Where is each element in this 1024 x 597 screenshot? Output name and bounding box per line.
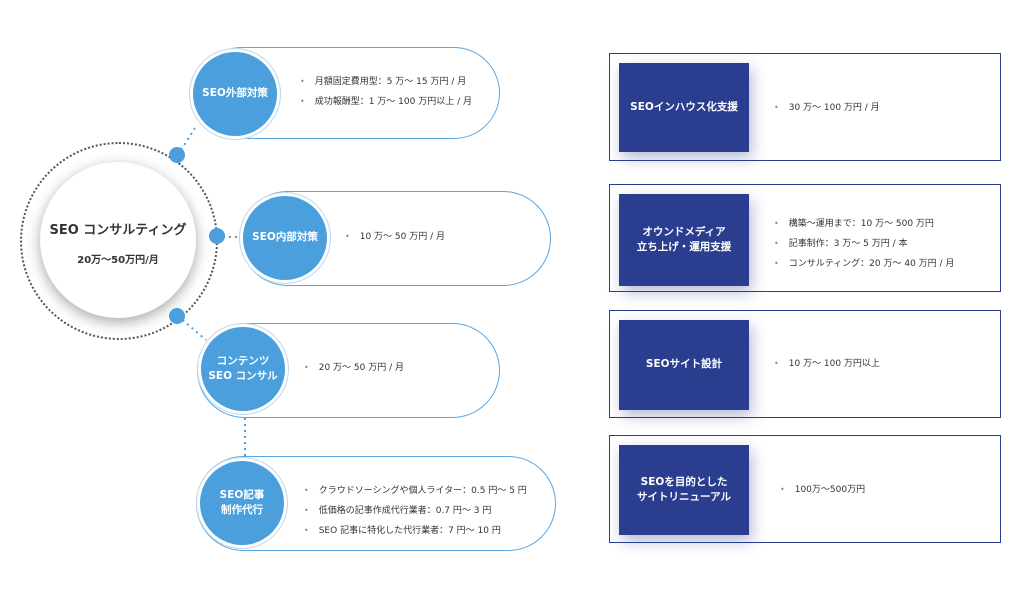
connector-dot-2 [209,228,225,244]
detail-item: SEO 記事に特化した代行業者：7 円〜 10 円 [304,521,527,541]
center-node: SEO コンサルティング 20万〜50万円/月 [40,162,196,318]
detail-item: クラウドソーシングや個人ライター：0.5 円〜 5 円 [304,481,527,501]
service-details-inhouse: 30 万〜 100 万円 / 月 [774,98,880,118]
service-bubble-content-seo: コンテンツ SEO コンサル [201,327,285,411]
service-bubble-external-seo: SEO外部対策 [193,52,277,136]
detail-item: 構築〜運用まで：10 万〜 500 万円 [774,214,954,234]
detail-item: 成功報酬型：1 万〜 100 万円以上 / 月 [300,92,472,112]
detail-item: 10 万〜 100 万円以上 [774,354,880,374]
service-details-content-seo: 20 万〜 50 万円 / 月 [304,358,404,378]
detail-item: 低価格の記事作成代行業者：0.7 円〜 3 円 [304,501,527,521]
service-details-external-seo: 月額固定費用型：5 万〜 15 万円 / 月 成功報酬型：1 万〜 100 万円… [300,72,472,112]
connector-dot-1 [169,147,185,163]
detail-item: 100万〜500万円 [780,480,865,500]
service-label-site-design: SEOサイト設計 [619,320,749,410]
service-details-article-writing: クラウドソーシングや個人ライター：0.5 円〜 5 円 低価格の記事作成代行業者… [304,481,527,541]
service-details-owned-media: 構築〜運用まで：10 万〜 500 万円 記事制作：3 万〜 5 万円 / 本 … [774,214,955,274]
service-details-internal-seo: 10 万〜 50 万円 / 月 [345,227,445,247]
service-label-inhouse: SEOインハウス化支援 [619,63,749,152]
detail-item: 10 万〜 50 万円 / 月 [345,227,445,247]
service-details-renewal: 100万〜500万円 [780,480,865,500]
service-label-renewal: SEOを目的とした サイトリニューアル [619,445,749,535]
detail-item: 記事制作：3 万〜 5 万円 / 本 [774,234,954,254]
detail-item: 20 万〜 50 万円 / 月 [304,358,404,378]
detail-item: 月額固定費用型：5 万〜 15 万円 / 月 [300,72,472,92]
service-label-owned-media: オウンドメディア 立ち上げ・運用支援 [619,194,749,286]
detail-item: 30 万〜 100 万円 / 月 [774,98,880,118]
service-details-site-design: 10 万〜 100 万円以上 [774,354,880,374]
connector-dot-3 [169,308,185,324]
service-bubble-internal-seo: SEO内部対策 [243,196,327,280]
detail-item: コンサルティング：20 万〜 40 万円 / 月 [774,254,955,274]
center-price: 20万〜50万円/月 [77,255,159,266]
service-bubble-article-writing: SEO記事 制作代行 [200,461,284,545]
center-title: SEO コンサルティング [49,223,187,238]
